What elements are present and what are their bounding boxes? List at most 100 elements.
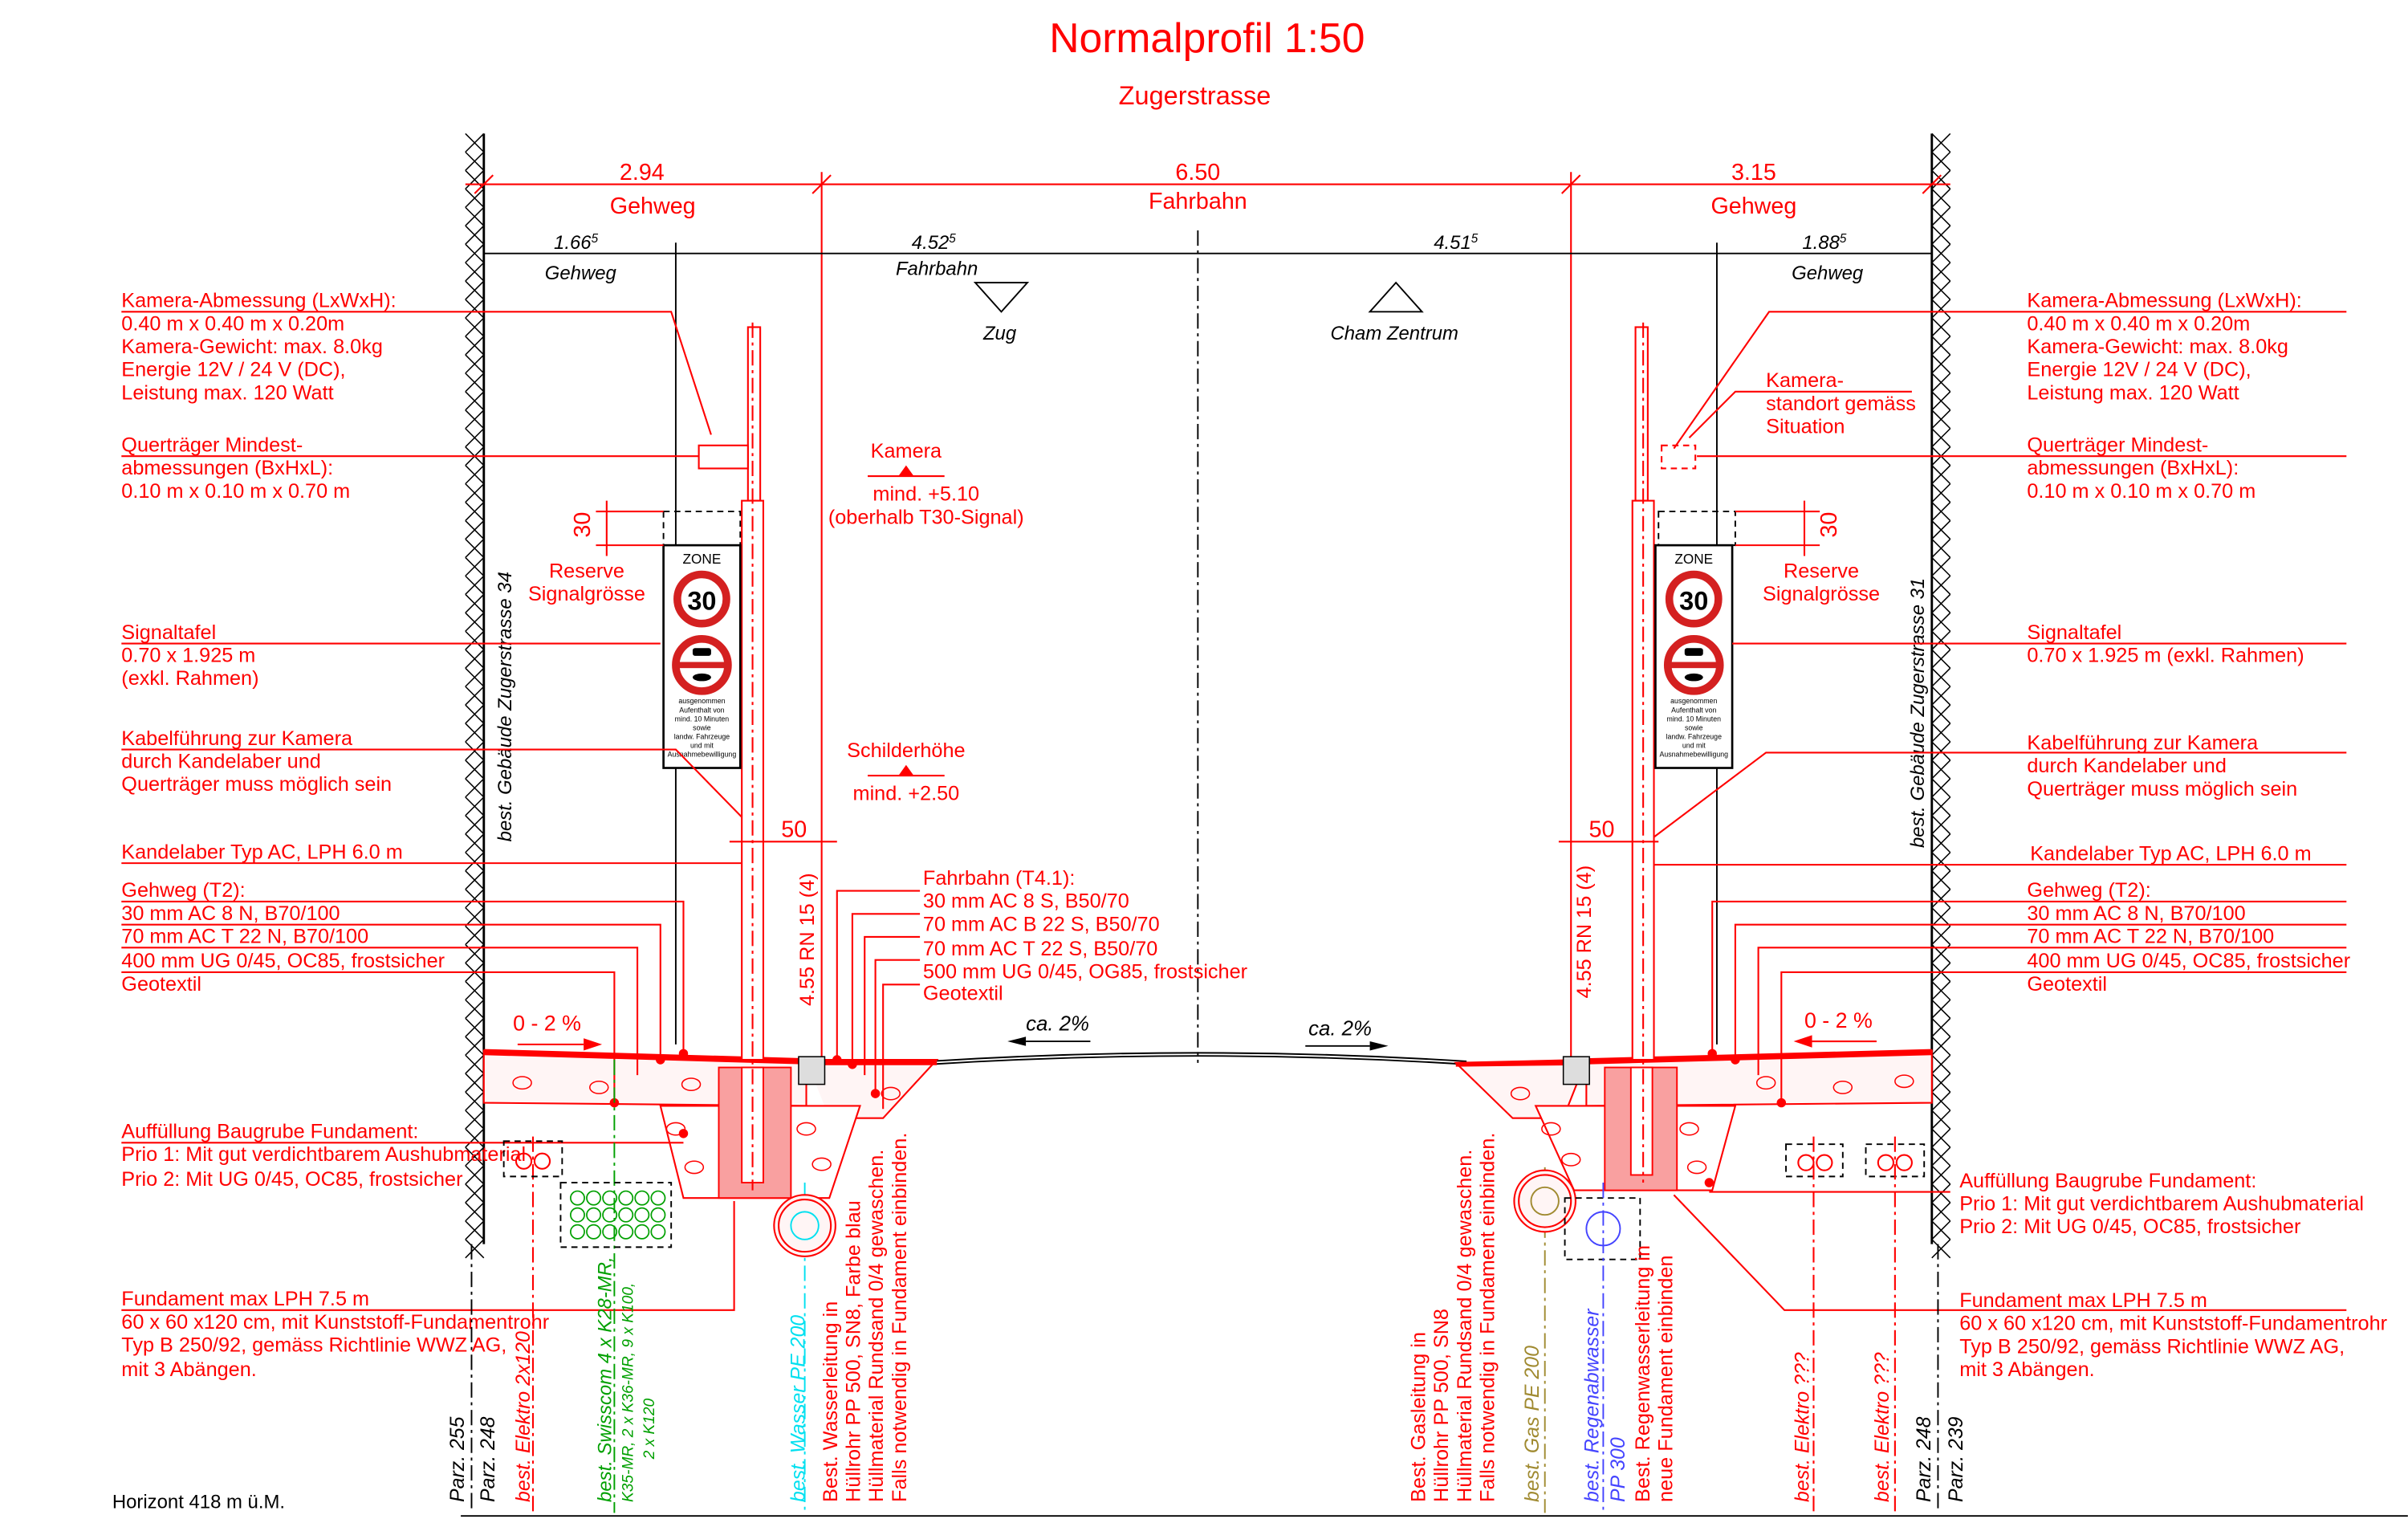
slope-road-right: ca. 2% bbox=[1308, 1017, 1372, 1040]
aggregate-stone bbox=[1541, 1122, 1561, 1136]
wall-hatch bbox=[465, 502, 485, 522]
sign-text-line: und mit bbox=[1682, 742, 1706, 750]
wall-hatch bbox=[465, 593, 485, 613]
sign-text-line: landw. Fahrzeuge bbox=[1666, 733, 1723, 741]
dim-1: 1.665 bbox=[554, 232, 599, 254]
wall-hatch bbox=[1931, 262, 1951, 282]
road-structure bbox=[482, 1049, 1933, 1199]
note-text: Fundament max LPH 7.5 m bbox=[121, 1288, 369, 1310]
aggregate-stone bbox=[589, 1081, 609, 1094]
wall-hatch bbox=[1931, 280, 1951, 300]
rainwater-label: best. Regenabwasser bbox=[1581, 1308, 1604, 1502]
swisscom-duct bbox=[618, 1224, 634, 1240]
label-fahrbahn: Fahrbahn bbox=[896, 258, 978, 279]
wall-hatch bbox=[465, 1054, 485, 1074]
building-right-label: best. Gebäude Zugerstrasse 31 bbox=[1907, 578, 1929, 848]
note-text: Kamera-Abmessung (LxWxH): bbox=[121, 290, 396, 312]
swisscom-duct bbox=[570, 1224, 585, 1240]
sign-speed-text: 30 bbox=[687, 586, 716, 615]
wall-hatch bbox=[465, 1128, 485, 1148]
wall-hatch bbox=[465, 169, 485, 189]
gas-note: Best. Gasleitung in bbox=[1407, 1332, 1430, 1502]
center-annotations: Kamera mind. +5.10 (oberhalb T30-Signal)… bbox=[513, 440, 1880, 1110]
wall-hatch bbox=[1931, 760, 1951, 780]
note-text: 70 mm AC T 22 N, B70/100 bbox=[2027, 926, 2274, 948]
note-text: Situation bbox=[1766, 415, 1845, 438]
wall-hatch bbox=[1931, 1165, 1951, 1185]
wall-hatch bbox=[1931, 907, 1951, 927]
left-lamp-pole bbox=[662, 322, 765, 1191]
wall-hatch bbox=[1931, 1128, 1951, 1148]
sign-text-line: Aufenthalt von bbox=[679, 706, 724, 714]
wall-hatch bbox=[465, 262, 485, 282]
wall-hatch bbox=[1931, 519, 1951, 540]
note-text: Querträger muss möglich sein bbox=[121, 773, 392, 796]
note-text: Prio 2: Mit UG 0/45, OC85, frostsicher bbox=[121, 1168, 462, 1191]
wall-hatch bbox=[465, 1183, 485, 1203]
wall-hatch bbox=[465, 299, 485, 319]
parcel-248-right: Parz. 248 bbox=[1913, 1416, 1935, 1502]
note-text: Signalgrösse bbox=[528, 583, 645, 605]
label-gehweg-r: Gehweg bbox=[1792, 263, 1864, 284]
water-note: Hüllmaterial Rundsand 0/4 gewaschen. bbox=[865, 1150, 888, 1502]
wall-hatch bbox=[1931, 373, 1951, 393]
swisscom-duct bbox=[586, 1190, 602, 1206]
slope-right-sidewalk: 0 - 2 % bbox=[1804, 1008, 1873, 1032]
wall-hatch bbox=[1931, 575, 1951, 595]
wall-hatch bbox=[1931, 409, 1951, 430]
note-text: Geotextil bbox=[923, 982, 1003, 1004]
note-text: Energie 12V / 24 V (DC), bbox=[2027, 359, 2251, 381]
sign-text-line: mind. 10 Minuten bbox=[675, 715, 730, 723]
wall-hatch bbox=[1931, 151, 1951, 171]
sign-speed-text: 30 bbox=[1679, 586, 1708, 615]
height-dim-left: 4.55 RN 15 (4) bbox=[796, 873, 819, 1006]
note-text: 500 mm UG 0/45, OG85, frostsicher bbox=[923, 961, 1247, 983]
swisscom-duct bbox=[634, 1224, 650, 1240]
note-text: Leistung max. 120 Watt bbox=[2027, 381, 2239, 404]
wall-hatch bbox=[1931, 428, 1951, 448]
wall-hatch bbox=[465, 465, 485, 485]
wall-hatch bbox=[465, 612, 485, 632]
dim-right-sidewalk: 3.15 bbox=[1731, 160, 1776, 185]
wall-hatch bbox=[465, 373, 485, 393]
swisscom-duct bbox=[602, 1190, 618, 1206]
wall-hatch bbox=[465, 132, 485, 153]
note-text: Auffüllung Baugrube Fundament: bbox=[121, 1121, 418, 1143]
wall-hatch bbox=[465, 188, 485, 208]
aggregate-stone bbox=[1560, 1152, 1581, 1167]
swisscom-duct bbox=[618, 1207, 634, 1223]
water-label: best. Wasser PE 200 bbox=[787, 1315, 810, 1502]
gas-label: best. Gas PE 200 bbox=[1521, 1346, 1544, 1502]
sign-bar bbox=[1669, 662, 1719, 669]
note-text: Auffüllung Baugrube Fundament: bbox=[1959, 1170, 2256, 1192]
gas-pipe bbox=[1513, 1169, 1577, 1233]
water-pipe bbox=[773, 1194, 836, 1257]
right-annotations: Kamera-Abmessung (LxWxH): 0.40 m x 0.40 … bbox=[1653, 290, 2387, 1381]
slope-left-sidewalk: 0 - 2 % bbox=[513, 1012, 581, 1036]
gas-note: Hüllmaterial Rundsand 0/4 gewaschen. bbox=[1454, 1150, 1476, 1502]
note-text: Querträger Mindest- bbox=[2027, 434, 2208, 456]
wall-hatch bbox=[1931, 1054, 1951, 1074]
slope-road-left: ca. 2% bbox=[1026, 1013, 1089, 1036]
wall-hatch bbox=[1931, 132, 1951, 153]
direction-down-triangle-icon bbox=[973, 282, 1030, 313]
swisscom-duct bbox=[650, 1207, 666, 1223]
sign-text-line: und mit bbox=[690, 742, 714, 750]
note-text: 60 x 60 x120 cm, mit Kunststoff-Fundamen… bbox=[121, 1311, 549, 1334]
wall-hatch bbox=[1931, 1239, 1951, 1259]
wall-hatch bbox=[465, 151, 485, 171]
note-text: Typ B 250/92, gemäss Richtlinie WWZ AG, bbox=[121, 1334, 506, 1356]
note-text: Querträger Mindest- bbox=[121, 434, 303, 456]
note-text: Signaltafel bbox=[121, 621, 216, 644]
wall-hatch bbox=[1931, 225, 1951, 245]
label-right-sidewalk: Gehweg bbox=[1710, 193, 1796, 219]
note-text: abmessungen (BxHxL): bbox=[121, 457, 333, 479]
sign-text-line: sowie bbox=[693, 723, 711, 731]
water-note: Hüllrohr PP 500, SN8, Farbe blau bbox=[842, 1200, 864, 1502]
note-text: 0.40 m x 0.40 m x 0.20m bbox=[2027, 312, 2250, 335]
dim-3: 4.515 bbox=[1434, 232, 1479, 254]
wall-hatch bbox=[465, 1110, 485, 1130]
wall-hatch bbox=[465, 1202, 485, 1222]
swisscom-duct bbox=[586, 1224, 602, 1240]
drawing-subtitle: Zugerstrasse bbox=[1119, 81, 1271, 110]
